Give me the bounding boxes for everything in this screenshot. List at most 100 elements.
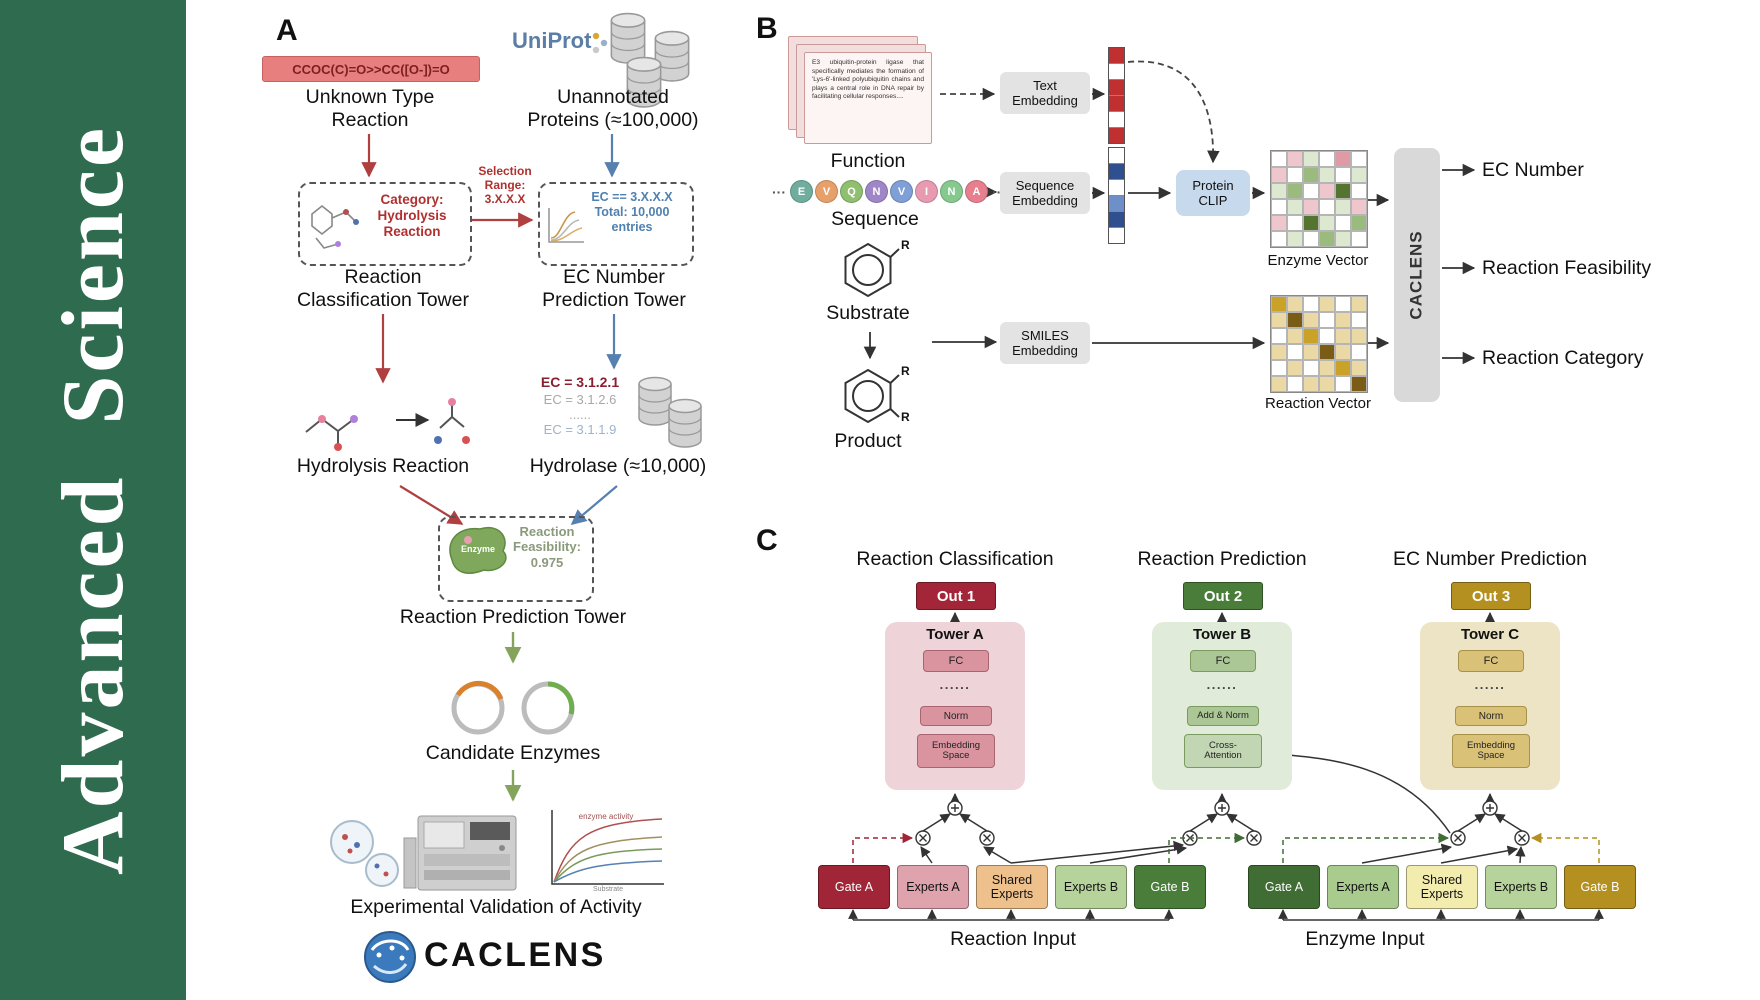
prediction-tower-label: Reaction Prediction Tower [399, 606, 627, 628]
vector-cell [1109, 195, 1124, 211]
matrix-cell [1319, 231, 1335, 247]
panel-a-label: A [276, 14, 298, 47]
tower-b-addnorm: Add & Norm [1187, 706, 1259, 726]
function-card: E3 ubiquitin-protein ligase that specifi… [804, 52, 932, 144]
matrix-cell [1335, 231, 1351, 247]
matrix-cell [1319, 376, 1335, 392]
unannotated-proteins-label: Unannotated Proteins (≈100,000) [527, 86, 699, 131]
sequence-bead: V [890, 180, 913, 203]
vector-cell [1109, 95, 1124, 111]
matrix-cell [1287, 360, 1303, 376]
output-reaction-feasibility: Reaction Feasibility [1482, 257, 1652, 279]
ec-number-dashed-box [538, 182, 694, 266]
vector-cell [1109, 63, 1124, 79]
ec-result-ellipsis: ...... [569, 407, 591, 422]
out3-box: Out 3 [1451, 582, 1531, 610]
matrix-cell [1303, 199, 1319, 215]
matrix-cell [1287, 344, 1303, 360]
matrix-cell [1303, 312, 1319, 328]
tower-a-dots: ...... [939, 677, 971, 692]
protein-clip-label: Protein CLIP [1192, 177, 1234, 208]
enzyme-blob-label: Enzyme [460, 544, 495, 554]
matrix-cell [1319, 151, 1335, 167]
sequence-embedding-label: Sequence Embedding [1012, 177, 1078, 208]
matrix-cell [1351, 167, 1367, 183]
experts-b-right-box: Experts B [1485, 865, 1557, 909]
matrix-cell [1271, 215, 1287, 231]
matrix-cell [1335, 312, 1351, 328]
matrix-cell [1287, 312, 1303, 328]
matrix-cell [1351, 328, 1367, 344]
matrix-cell [1287, 151, 1303, 167]
matrix-cell [1351, 183, 1367, 199]
journal-title: Advanced Science [44, 124, 142, 876]
reaction-vector-label: Reaction Vector [1265, 395, 1371, 412]
vector-cell [1109, 127, 1124, 143]
ec-result-3: EC = 3.1.1.9 [543, 422, 617, 437]
tower-a-fc: FC [923, 650, 989, 672]
matrix-cell [1271, 183, 1287, 199]
matrix-cell [1319, 344, 1335, 360]
panel-b-label: B [756, 12, 778, 45]
matrix-cell [1303, 215, 1319, 231]
matrix-cell [1351, 312, 1367, 328]
text-embedding-label: Text Embedding [1012, 77, 1078, 108]
matrix-cell [1335, 376, 1351, 392]
candidate-enzymes-label: Candidate Enzymes [425, 742, 601, 764]
gate-b-right-box: Gate B [1564, 865, 1636, 909]
matrix-cell [1287, 376, 1303, 392]
matrix-cell [1319, 183, 1335, 199]
tower-a-norm: Norm [920, 706, 992, 726]
product-benzene-icon [844, 368, 900, 424]
sequence-label: Sequence [831, 208, 919, 230]
matrix-cell [1287, 296, 1303, 312]
plasmid-icons [451, 680, 575, 735]
selection-range-label: Selection Range: 3.X.X.X [478, 164, 532, 207]
ec-tower-label: EC Number Prediction Tower [542, 266, 686, 311]
matrix-cell [1319, 360, 1335, 376]
matrix-cell [1287, 167, 1303, 183]
matrix-cell [1335, 151, 1351, 167]
matrix-cell [1303, 231, 1319, 247]
matrix-cell [1303, 167, 1319, 183]
matrix-cell [1287, 199, 1303, 215]
output-ec-number: EC Number [1482, 159, 1584, 181]
matrix-cell [1319, 215, 1335, 231]
sequence-vector-bar [1108, 147, 1125, 244]
plot-x-label: Substrate [593, 886, 623, 893]
ec-result-2: EC = 3.1.2.6 [543, 392, 617, 407]
matrix-cell [1319, 167, 1335, 183]
product-label: Product [834, 430, 902, 452]
sequence-ellipsis-left: ··· [772, 183, 786, 200]
matrix-cell [1319, 199, 1335, 215]
gate-b-left-box: Gate B [1134, 865, 1206, 909]
out1-label: Out 1 [936, 587, 976, 605]
output-reaction-category: Reaction Category [1482, 347, 1644, 369]
hydrolase-database-icon [638, 376, 702, 448]
vector-cell [1109, 48, 1124, 63]
protein-clip-box: Protein CLIP [1176, 170, 1250, 216]
matrix-cell [1351, 376, 1367, 392]
vector-cell [1109, 111, 1124, 127]
caclens-module-label: CACLENS [1407, 230, 1427, 320]
matrix-cell [1303, 376, 1319, 392]
experts-a-right-box: Experts A [1327, 865, 1399, 909]
matrix-cell [1303, 344, 1319, 360]
shared-experts-right-box: Shared Experts [1406, 865, 1478, 909]
uniprot-logo-dots [592, 32, 608, 54]
unknown-type-label: Unknown Type Reaction [305, 86, 435, 131]
sequence-bead: I [915, 180, 938, 203]
matrix-cell [1335, 167, 1351, 183]
matrix-cell [1351, 231, 1367, 247]
vector-cell [1109, 227, 1124, 243]
matrix-cell [1335, 199, 1351, 215]
caclens-wordmark: CACLENS [424, 936, 606, 974]
journal-sidebar: Advanced Science [0, 0, 186, 1000]
matrix-cell [1351, 360, 1367, 376]
hplc-machine-icon [403, 815, 517, 891]
matrix-cell [1271, 167, 1287, 183]
matrix-cell [1271, 360, 1287, 376]
matrix-cell [1335, 328, 1351, 344]
